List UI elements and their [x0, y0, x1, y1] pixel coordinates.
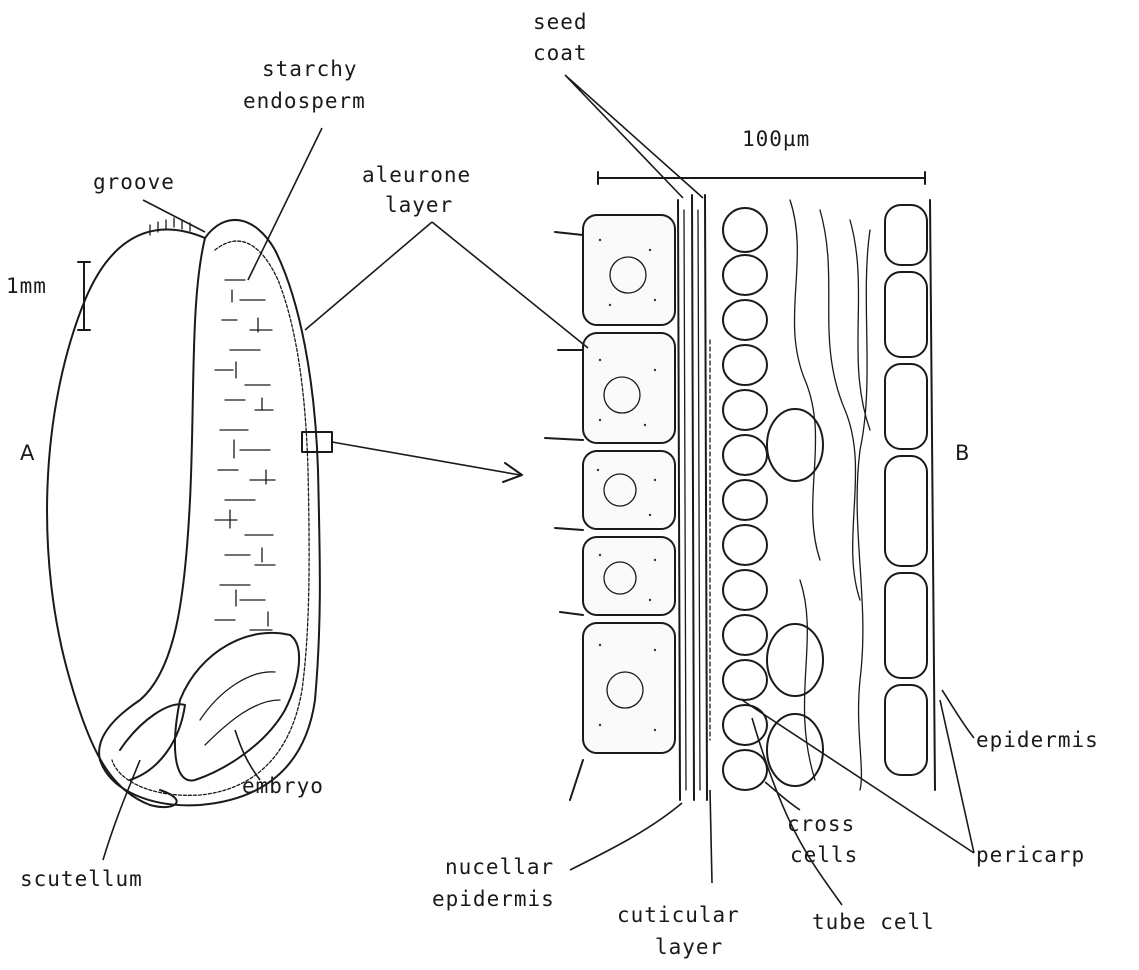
aleurone-cells [545, 215, 675, 800]
pericarp-cells [857, 200, 935, 790]
aleurone-cell [583, 215, 675, 325]
labels: A B 1mm 100µm seed coat starchy endosper… [6, 10, 1099, 959]
label-seed-coat-line2: coat [533, 41, 588, 65]
label-seed-coat-line1: seed [533, 10, 588, 34]
scale-bar-1mm [78, 262, 90, 330]
label-starchy-endosperm-line2: endosperm [243, 89, 366, 113]
magnify-arrow-shaft [332, 442, 520, 475]
label-scutellum: scutellum [20, 867, 143, 891]
panel-label-a: A [20, 441, 35, 465]
label-starchy-endosperm-line1: starchy [262, 57, 358, 81]
tissue-section [545, 172, 935, 800]
embryo-outline [175, 633, 299, 781]
label-cuticular-layer-line2: layer [655, 935, 723, 959]
label-embryo: embryo [242, 774, 324, 798]
endosperm-texture [215, 280, 275, 630]
scale-bar-100um [598, 172, 925, 184]
grain-section [47, 218, 522, 807]
aleurone-cell [583, 333, 675, 443]
label-tube-cell: tube cell [812, 910, 935, 934]
leader-lines [103, 75, 974, 905]
panel-label-b: B [955, 441, 969, 465]
label-cross-cells-line1: cross [787, 812, 855, 836]
tube-cells [790, 200, 870, 780]
grain-aleurone-line [112, 241, 309, 795]
label-aleurone-layer-line1: aleurone [362, 163, 471, 187]
cross-cells [723, 208, 823, 790]
aleurone-cell [583, 537, 675, 615]
scale-label-100um: 100µm [742, 127, 810, 151]
label-epidermis: epidermis [976, 728, 1099, 752]
seed-coat-strip [678, 195, 710, 800]
aleurone-cell [583, 451, 675, 529]
aleurone-cell [583, 623, 675, 753]
label-cuticular-layer-line1: cuticular [617, 903, 740, 927]
label-nucellar-epidermis-line2: epidermis [432, 887, 555, 911]
label-aleurone-layer-line2: layer [385, 193, 453, 217]
label-cross-cells-line2: cells [790, 843, 858, 867]
scale-label-1mm: 1mm [6, 274, 47, 298]
label-groove: groove [93, 170, 175, 194]
label-nucellar-epidermis-line1: nucellar [445, 855, 554, 879]
label-pericarp: pericarp [976, 843, 1085, 867]
